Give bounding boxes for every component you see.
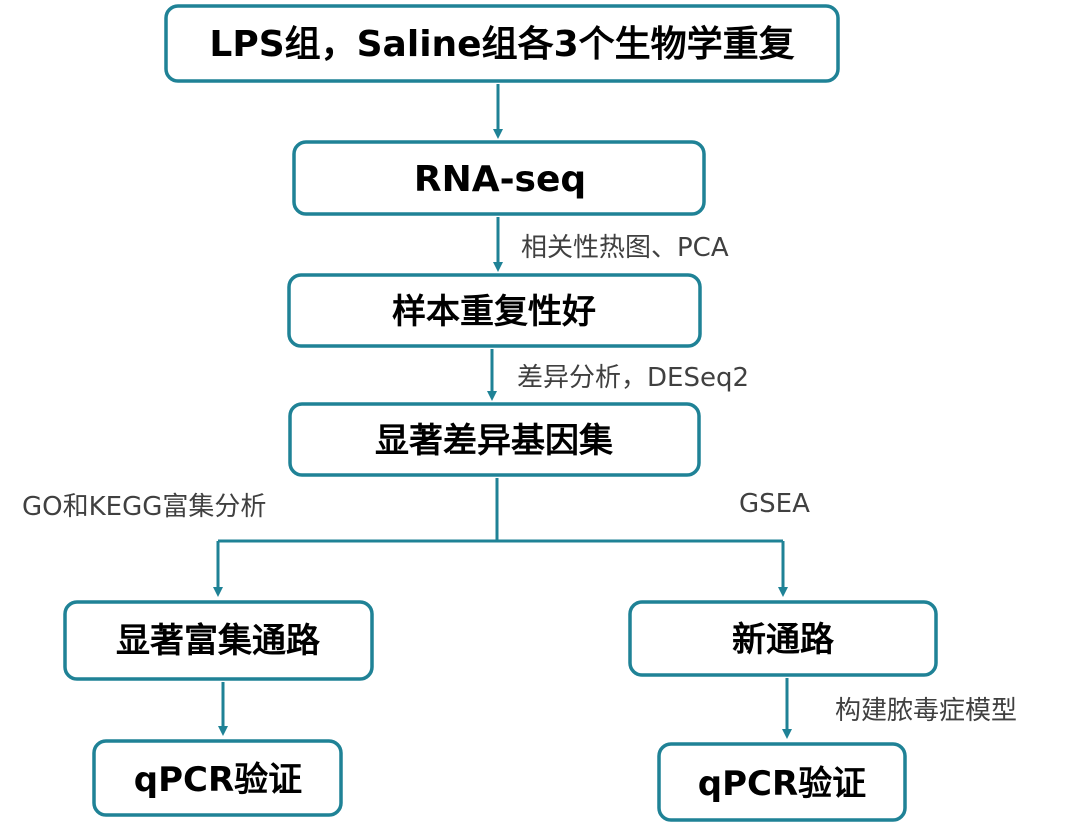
node-qpcr-left-box (92, 739, 343, 817)
node-qpcr-left-label: qPCR验证 (134, 760, 302, 800)
node-deg-set: 显著差异基因集 (288, 402, 701, 477)
node-rnaseq: RNA-seq (292, 140, 706, 216)
node-enriched-pathways-box (63, 600, 374, 681)
node-new-pathway: 新通路 (628, 600, 938, 677)
edge-label-heatmap-pca: 相关性热图、PCA (521, 233, 729, 263)
connectors (213, 84, 792, 739)
edge-label-go-kegg: GO和KEGG富集分析 (22, 492, 266, 522)
node-qpcr-right-label: qPCR验证 (698, 764, 866, 804)
node-reproducibility-box (287, 273, 702, 348)
node-reproducibility-label: 样本重复性好 (392, 292, 596, 332)
node-qpcr-right: qPCR验证 (657, 742, 907, 822)
edge-label-gsea: GSEA (739, 489, 810, 519)
node-rnaseq-label: RNA-seq (414, 159, 586, 200)
node-enriched-pathways: 显著富集通路 (63, 600, 374, 681)
node-groups: LPS组，Saline组各3个生物学重复 (164, 4, 840, 83)
node-qpcr-left: qPCR验证 (92, 739, 343, 817)
edge-label-sepsis-model: 构建脓毒症模型 (835, 696, 1017, 726)
node-groups-box (164, 4, 840, 83)
node-deg-set-label: 显著差异基因集 (375, 421, 613, 461)
node-new-pathway-label: 新通路 (732, 620, 835, 660)
edge-label-deseq2: 差异分析，DESeq2 (517, 363, 749, 393)
node-reproducibility: 样本重复性好 (287, 273, 702, 348)
node-deg-set-box (288, 402, 701, 477)
node-qpcr-right-box (657, 742, 907, 822)
node-enriched-pathways-label: 显著富集通路 (116, 621, 321, 661)
node-new-pathway-box (628, 600, 938, 677)
node-rnaseq-box (292, 140, 706, 216)
node-groups-label: LPS组，Saline组各3个生物学重复 (209, 23, 794, 65)
